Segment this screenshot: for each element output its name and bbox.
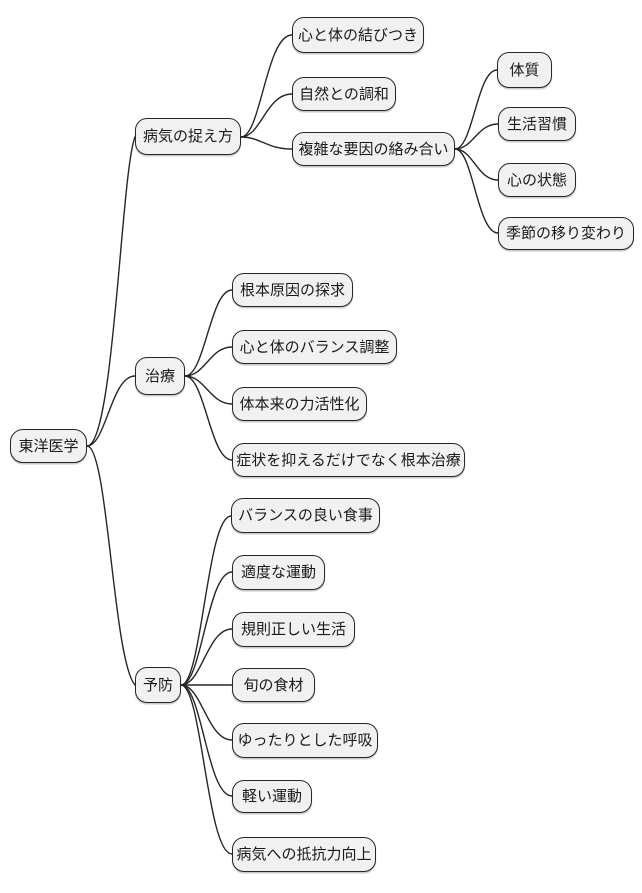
edge-factors-to-seasons [454, 148, 499, 234]
node-treatment: 治療 [135, 357, 185, 395]
edge-treatment-to-fundamental [184, 375, 233, 461]
edge-treatment-to-activation [184, 375, 233, 405]
node-complex-factors: 複雑な要因の絡み合い [292, 132, 455, 166]
node-balanced-diet: バランスの良い食事 [231, 498, 380, 533]
node-root-eastern-medicine: 東洋医学 [10, 429, 87, 463]
node-relaxed-breathing: ゆったりとした呼吸 [232, 723, 378, 758]
node-perception-of-illness: 病気の捉え方 [135, 118, 241, 155]
edge-prevention-to-regular-life [180, 628, 233, 686]
edge-factors-to-constitution [454, 69, 498, 150]
edge-treatment-to-root-cause [184, 289, 233, 377]
edge-prevention-to-light-exercise [180, 684, 233, 797]
node-constitution: 体質 [497, 52, 552, 88]
node-regular-lifestyle: 規則正しい生活 [232, 612, 355, 647]
node-seasonal-ingredients: 旬の食材 [232, 668, 315, 702]
edge-prevention-to-diet [180, 515, 232, 686]
node-lifestyle-habits: 生活習慣 [498, 107, 576, 141]
edge-perception-to-mind-body [240, 34, 293, 138]
edge-perception-to-nature [240, 93, 293, 138]
edge-root-to-prevention [86, 445, 136, 686]
edge-prevention-to-breathing [180, 684, 233, 741]
node-fundamental-treatment: 症状を抑えるだけでなく根本治療 [232, 443, 465, 477]
edge-factors-to-lifestyle [454, 123, 499, 150]
edge-root-to-perception [86, 136, 136, 447]
edge-perception-to-factors [240, 136, 293, 150]
node-light-exercise: 軽い運動 [232, 780, 312, 813]
node-mind-body-connection: 心と体の結びつき [292, 17, 424, 53]
edge-prevention-to-resistance [180, 684, 233, 855]
edge-root-to-treatment [86, 375, 136, 447]
node-state-of-mind: 心の状態 [498, 163, 576, 197]
node-disease-resistance: 病気への抵抗力向上 [232, 837, 376, 872]
node-natural-power-activation: 体本来の力活性化 [232, 387, 367, 421]
node-prevention: 予防 [135, 667, 181, 703]
node-seasonal-changes: 季節の移り変わり [498, 217, 634, 250]
node-mind-body-balance: 心と体のバランス調整 [232, 330, 397, 364]
node-harmony-with-nature: 自然との調和 [292, 77, 396, 111]
node-root-cause-search: 根本原因の探求 [232, 273, 353, 307]
edge-factors-to-mind-state [454, 148, 499, 181]
node-moderate-exercise: 適度な運動 [232, 555, 325, 590]
edge-treatment-to-balance [184, 346, 233, 377]
edge-prevention-to-exercise [180, 571, 233, 686]
